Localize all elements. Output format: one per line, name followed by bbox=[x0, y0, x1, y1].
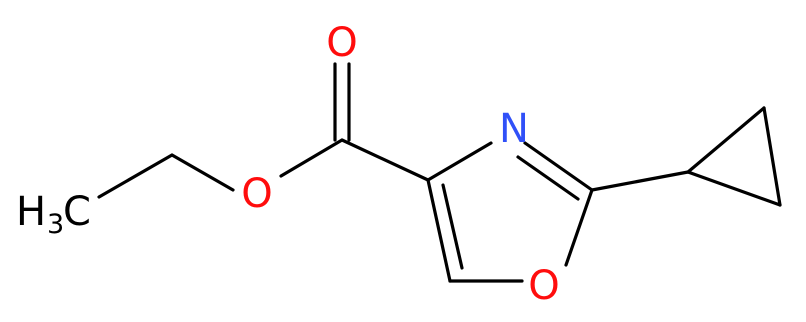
bond-c5-c4-a bbox=[426, 178, 452, 283]
atom-methyl: H 3 C bbox=[16, 189, 91, 240]
bond-ch2-oester bbox=[170, 153, 235, 192]
bond-c5-c4-b bbox=[441, 183, 464, 270]
methyl-subscript: 3 bbox=[47, 209, 64, 240]
methyl-c: C bbox=[63, 189, 91, 235]
bond-c2-o1 bbox=[564, 188, 594, 267]
bond-oester-ccarbonyl bbox=[279, 138, 344, 178]
bond-cp-right bbox=[762, 106, 782, 207]
atom-labels: O O N O H 3 C bbox=[16, 20, 560, 309]
bond-n3-c2-a bbox=[523, 141, 594, 192]
bond-ccarbonyl-c4 bbox=[340, 138, 430, 182]
bond-ch3-ch2 bbox=[97, 153, 174, 199]
bond-c4-n3 bbox=[426, 141, 493, 182]
bonds bbox=[97, 62, 782, 283]
atom-n-ring: N bbox=[499, 106, 529, 152]
bond-c2-cp bbox=[590, 170, 690, 192]
methyl-h: H bbox=[16, 189, 46, 235]
atom-o-carbonyl: O bbox=[326, 20, 357, 66]
atom-o-ester: O bbox=[241, 171, 272, 217]
atom-o-ring: O bbox=[528, 263, 559, 309]
bond-cp-bottom bbox=[686, 170, 782, 207]
bond-n3-c2-b bbox=[516, 155, 580, 201]
bond-cp-top bbox=[686, 106, 766, 174]
